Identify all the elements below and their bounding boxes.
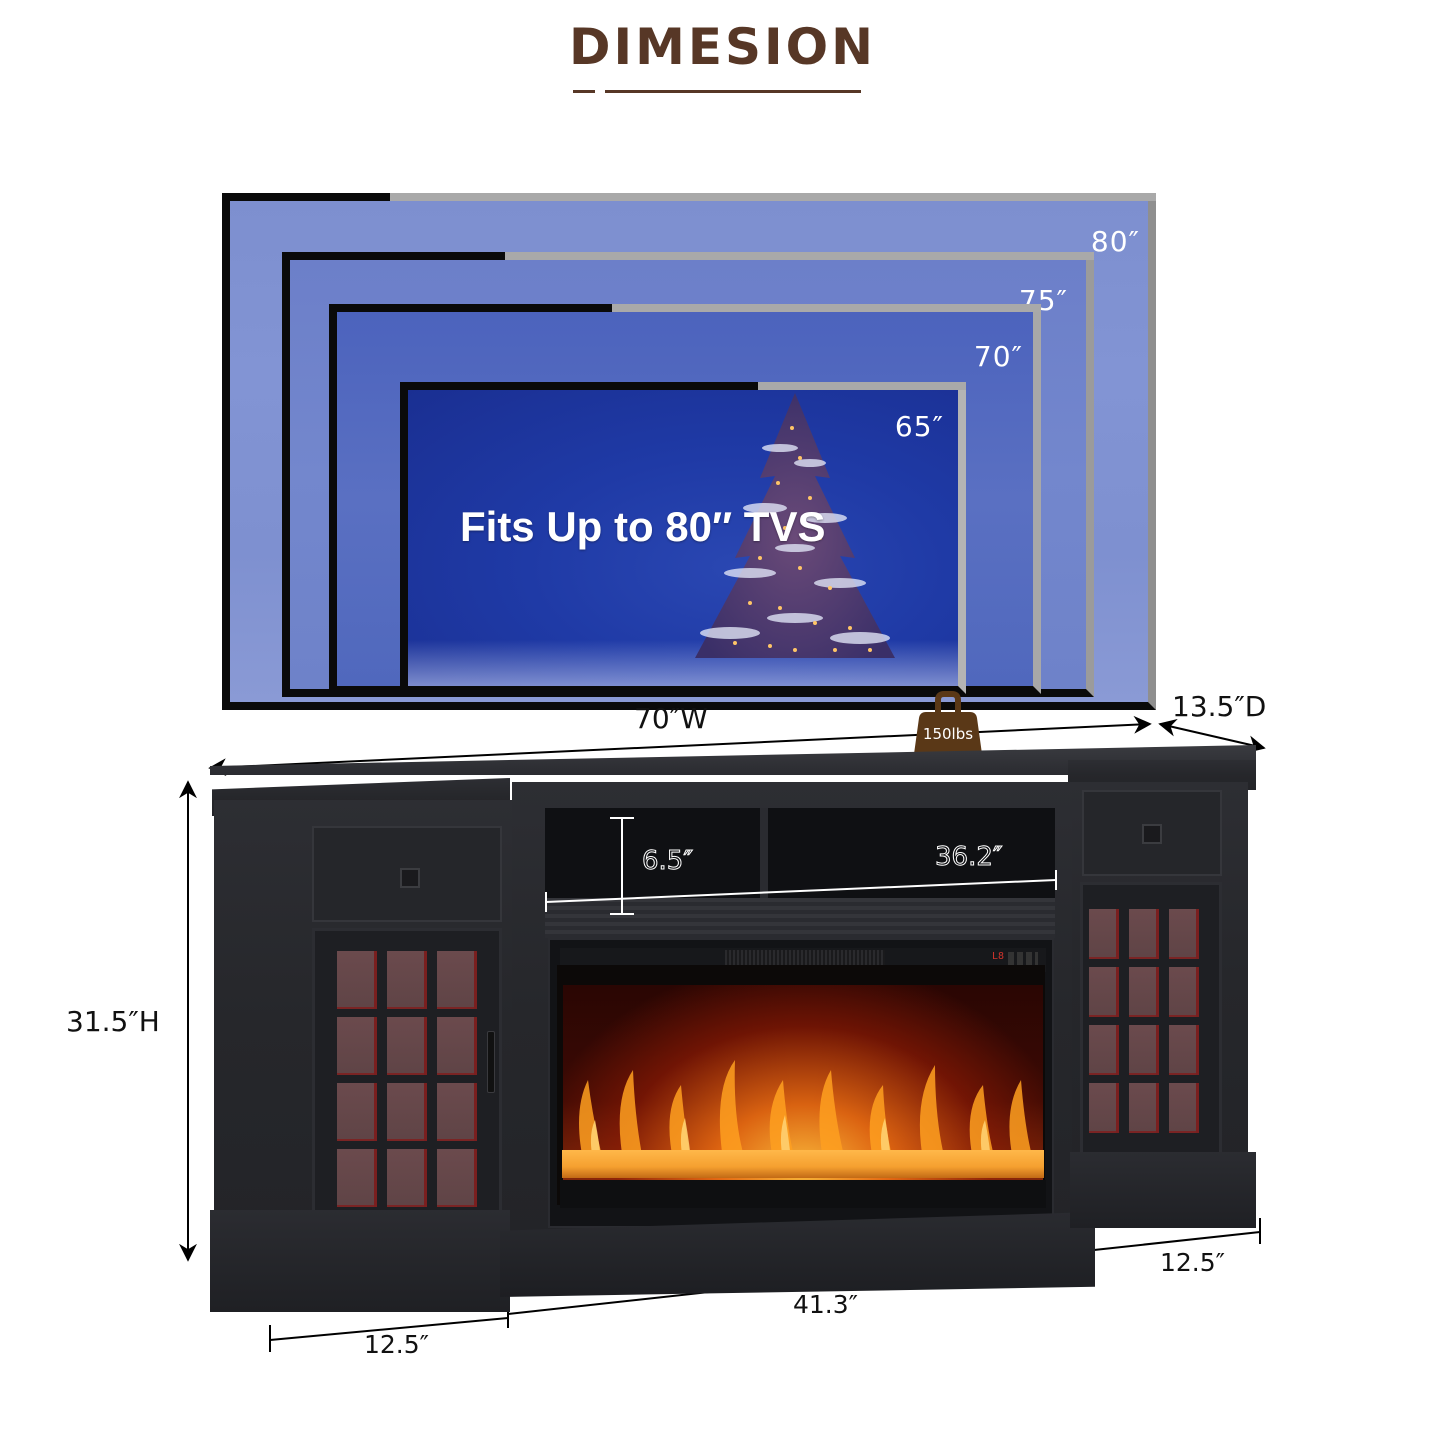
tv-size-label-80: 80″	[1090, 225, 1140, 258]
left-base	[210, 1210, 510, 1312]
right-section-dimension-label: 12.5″	[1160, 1248, 1226, 1277]
center-section-dimension-label: 41.3″	[793, 1290, 859, 1319]
height-dimension-label: 31.5″H	[66, 1005, 160, 1038]
door-handle[interactable]	[487, 1031, 495, 1093]
shelf-divider	[760, 808, 768, 898]
title-underline	[605, 90, 861, 93]
tv-size-label-70: 70″	[973, 340, 1023, 373]
flames	[563, 985, 1043, 1180]
fireplace-header	[545, 898, 1055, 938]
left-drawer[interactable]	[312, 826, 502, 922]
flame-icon	[579, 1060, 1033, 1160]
width-dimension-label: 70″W	[634, 702, 708, 735]
tv-bezel-edge	[505, 252, 1094, 260]
drawer-knob[interactable]	[400, 868, 420, 888]
christmas-tree-icon	[695, 393, 895, 658]
shelf-width-label: 36.2″	[935, 842, 1004, 873]
tv-size-label-65: 65″	[894, 410, 944, 443]
fireplace-display: L8	[992, 951, 1005, 962]
weight-icon	[913, 691, 983, 760]
weight-label: 150lbs	[922, 725, 974, 743]
right-drawer[interactable]	[1082, 790, 1222, 876]
page-title: DIMESION	[569, 18, 876, 76]
left-glass-door[interactable]	[312, 928, 502, 1240]
firebox-trim	[560, 1180, 1046, 1208]
tv-fit-caption: Fits Up to 80″ TVS	[460, 503, 826, 550]
fireplace-buttons[interactable]	[1008, 952, 1038, 966]
left-section-dimension-label: 12.5″	[364, 1330, 430, 1359]
right-glass-door[interactable]	[1080, 882, 1222, 1168]
tv-bezel-edge	[612, 304, 1041, 312]
drawer-knob[interactable]	[1142, 824, 1162, 844]
crystal-ember-bed	[562, 1150, 1044, 1178]
shelf-height-label: 6.5″	[641, 846, 694, 877]
depth-dimension-label: 13.5″D	[1172, 690, 1267, 723]
tv-bezel-edge	[758, 382, 966, 390]
tv-bezel-edge	[390, 193, 1156, 201]
shelf-measurement	[545, 817, 1057, 915]
title-underline-dash	[573, 90, 595, 93]
right-base	[1070, 1152, 1256, 1228]
